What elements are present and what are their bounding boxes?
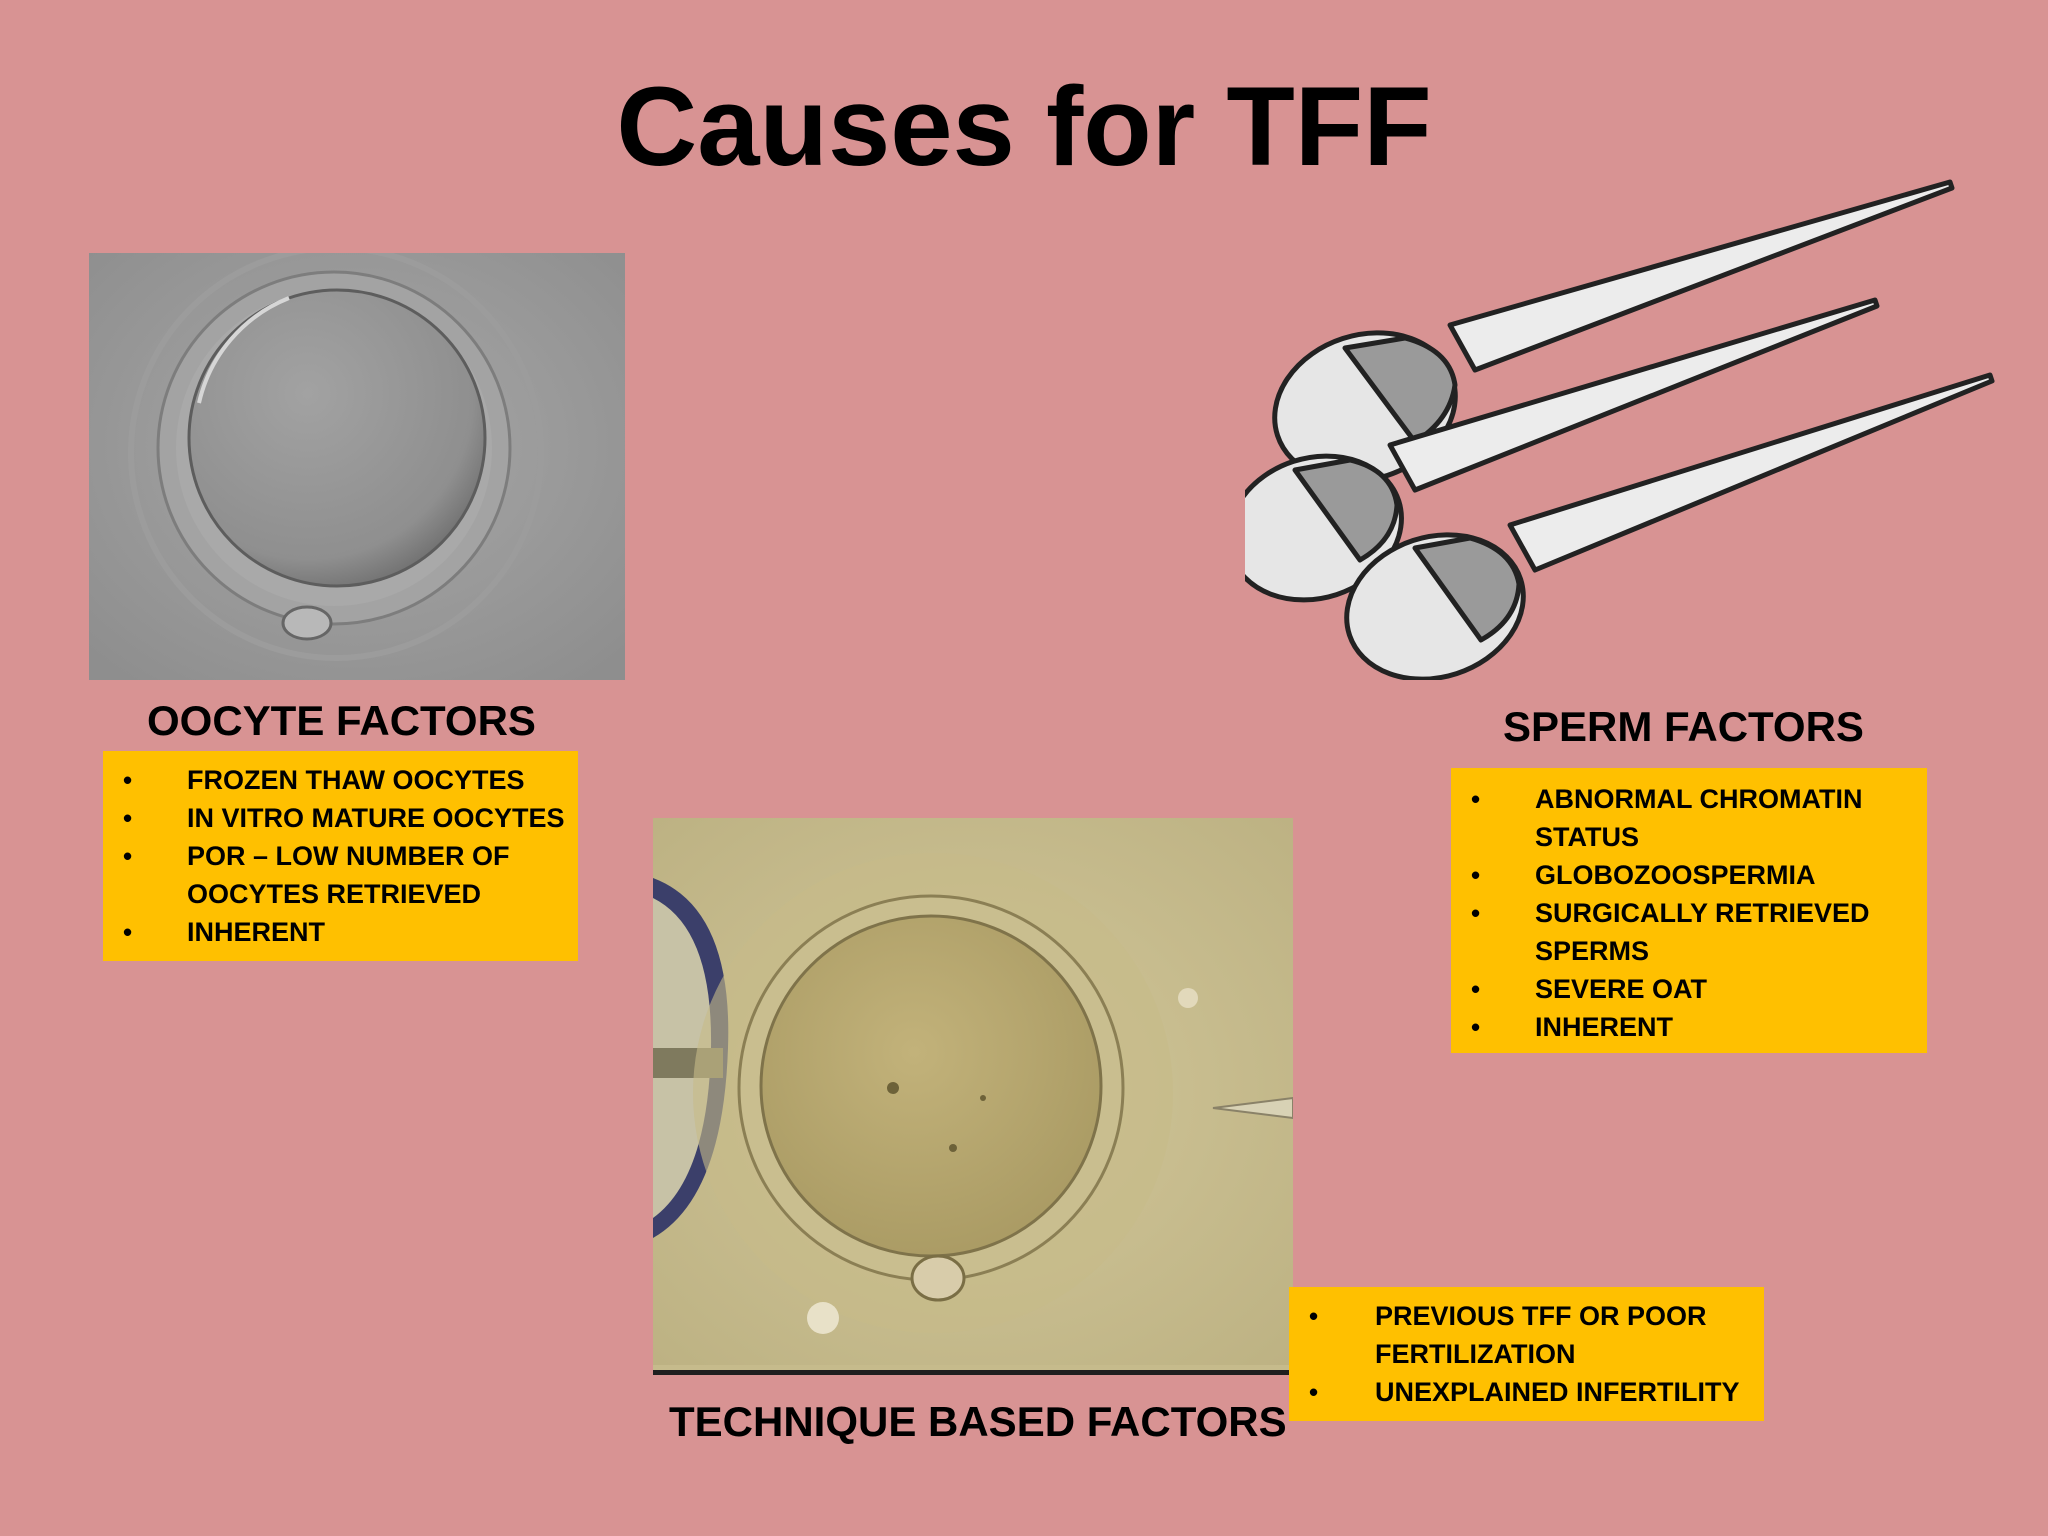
list-item: INHERENT (1451, 1008, 1927, 1046)
slide-title: Causes for TFF (616, 64, 1432, 189)
oocyte-factors-heading: OOCYTE FACTORS (147, 697, 536, 744)
list-item: FROZEN THAW OOCYTES (103, 761, 578, 799)
list-item: GLOBOZOOSPERMIA (1451, 856, 1927, 894)
list-item: POR – LOW NUMBER OF OOCYTES RETRIEVED (103, 837, 578, 913)
oocyte-factors-box: FROZEN THAW OOCYTES IN VITRO MATURE OOCY… (103, 751, 578, 961)
sperm-illustration (1226, 170, 2005, 682)
list-item: IN VITRO MATURE OOCYTES (103, 799, 578, 837)
list-item: INHERENT (103, 913, 578, 951)
oocyte-micrograph (89, 253, 625, 680)
sperm-factors-box: ABNORMAL CHROMATIN STATUS GLOBOZOOSPERMI… (1451, 768, 1927, 1053)
technique-factors-heading: TECHNIQUE BASED FACTORS (669, 1398, 1287, 1445)
list-item: PREVIOUS TFF OR POOR FERTILIZATION (1289, 1297, 1764, 1373)
list-item: UNEXPLAINED INFERTILITY (1289, 1373, 1764, 1411)
list-item: SURGICALLY RETRIEVED SPERMS (1451, 894, 1927, 970)
sperm-factors-heading: SPERM FACTORS (1503, 703, 1864, 750)
icsi-micrograph (653, 818, 1293, 1375)
list-item: ABNORMAL CHROMATIN STATUS (1451, 780, 1927, 856)
technique-factors-box: PREVIOUS TFF OR POOR FERTILIZATION UNEXP… (1289, 1287, 1764, 1421)
list-item: SEVERE OAT (1451, 970, 1927, 1008)
